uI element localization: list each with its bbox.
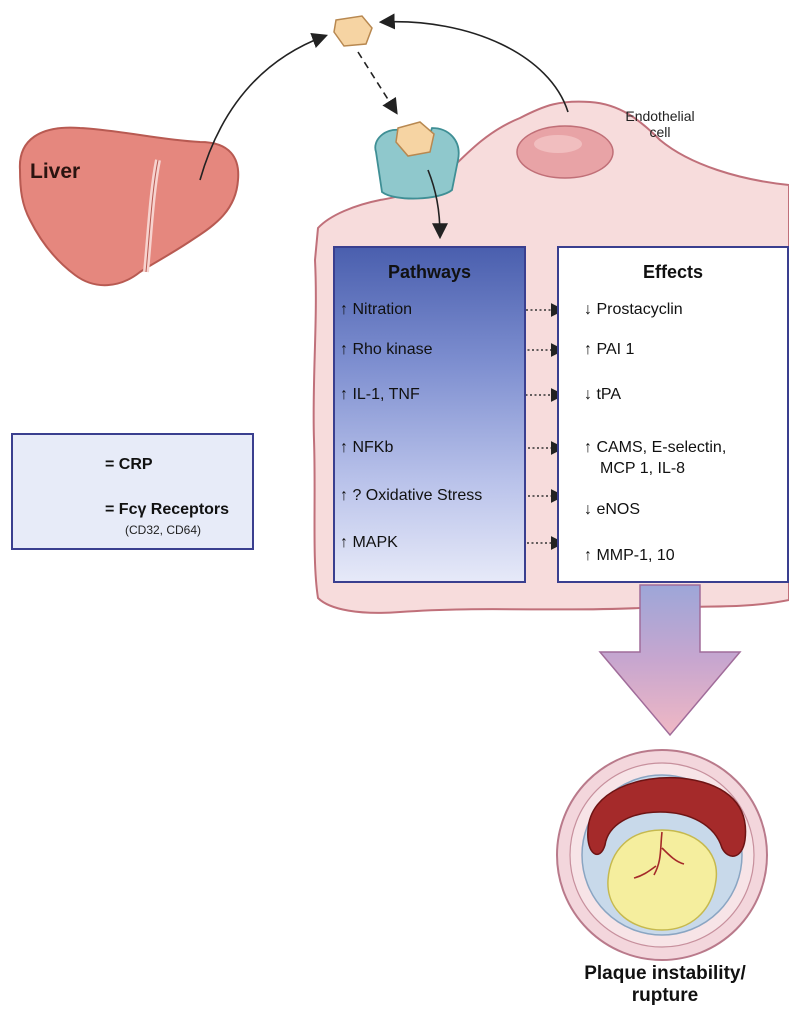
endothelial-label-line1: Endothelial [600,108,720,124]
pathway-item: ↑ Rho kinase [340,340,433,360]
legend-box: = CRP = Fcγ Receptors (CD32, CD64) [11,433,254,550]
effect-item: ↓ tPA [584,385,621,405]
pathway-item: ↑ IL-1, TNF [340,385,420,405]
up-arrow-icon: ↑ [340,487,348,504]
pathways-title: Pathways [335,262,524,283]
effects-panel: Effects [557,246,789,583]
pathway-item: ↑ NFKb [340,438,393,458]
liver-shape [20,128,238,286]
legend-receptor-sub: (CD32, CD64) [125,523,201,537]
effect-item: ↑ MMP-1, 10 [584,546,675,566]
outcome-line2: rupture [540,985,789,1007]
outcome-label: Plaque instability/ rupture [540,963,789,1007]
artery-cross-section [557,750,767,960]
effects-title: Effects [559,262,787,283]
down-arrow-icon: ↓ [584,501,592,518]
legend-crp-label: = CRP [105,456,153,474]
up-arrow-icon: ↑ [584,439,592,456]
effect-item: ↓ eNOS [584,500,640,520]
effect-item-line2: MCP 1, IL-8 [600,459,685,479]
crp-circulating [334,16,372,46]
pathway-item: ↑ MAPK [340,533,398,553]
up-arrow-icon: ↑ [340,386,348,403]
up-arrow-icon: ↑ [340,301,348,318]
endothelial-cell-label: Endothelial cell [600,108,720,140]
up-arrow-icon: ↑ [340,439,348,456]
up-arrow-icon: ↑ [584,341,592,358]
up-arrow-icon: ↑ [340,341,348,358]
arrow-crp-to-receptor [358,52,396,112]
pathway-item: ↑ ? Oxidative Stress [340,486,482,506]
effect-item: ↑ CAMS, E-selectin, [584,438,726,458]
endothelial-label-line2: cell [600,124,720,140]
effect-item: ↑ PAI 1 [584,340,634,360]
outcome-line1: Plaque instability/ [540,963,789,985]
up-arrow-icon: ↑ [584,547,592,564]
liver-label: Liver [30,160,80,184]
down-arrow-icon: ↓ [584,386,592,403]
receptor-bound [375,122,458,199]
up-arrow-icon: ↑ [340,534,348,551]
arrow-cell-to-crp [382,22,568,112]
down-arrow-icon: ↓ [584,301,592,318]
pathway-item: ↑ Nitration [340,300,412,320]
effect-item: ↓ Prostacyclin [584,300,683,320]
legend-receptor-label: = Fcγ Receptors [105,501,229,519]
